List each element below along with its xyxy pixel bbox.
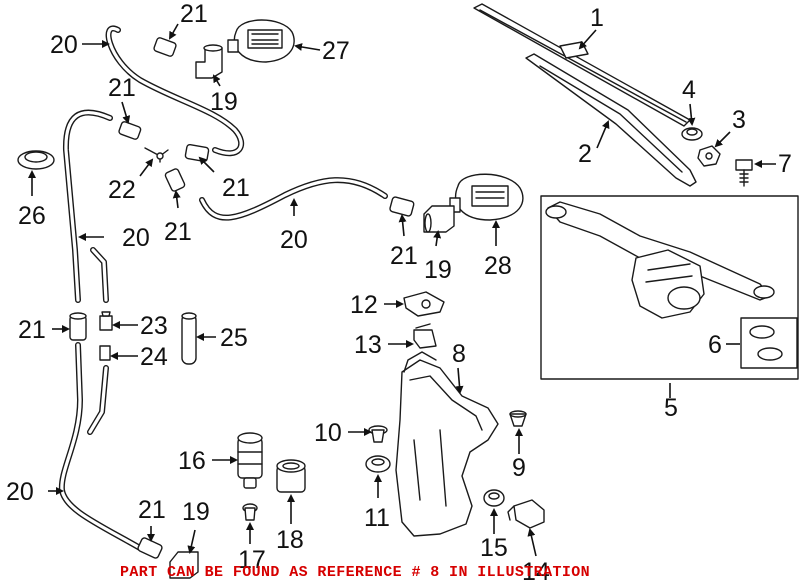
callout-21f: 21 (18, 316, 46, 344)
footer-note: PART CAN BE FOUND AS REFERENCE # 8 IN IL… (120, 564, 590, 581)
callout-21e: 21 (390, 242, 418, 270)
washer-hose-left-long (62, 109, 113, 303)
bolt-7 (735, 159, 753, 187)
callout-4: 4 (682, 76, 696, 104)
cap-4 (681, 127, 703, 141)
wiper-linkage-box-5 (540, 195, 799, 380)
callout-20b: 20 (122, 224, 150, 252)
callout-7: 7 (778, 150, 792, 178)
wiper-linkage-seals-box-6 (740, 317, 798, 369)
callout-20d: 20 (6, 478, 34, 506)
callout-11: 11 (364, 504, 390, 532)
callout-14: 14 (522, 558, 550, 583)
check-valve-23 (99, 311, 113, 331)
callout-5: 5 (664, 394, 678, 422)
callout-25: 25 (220, 324, 248, 352)
washer-hose-middle (199, 177, 388, 221)
callout-21g: 21 (138, 496, 166, 524)
washer-reservoir-8 (395, 351, 499, 537)
pump-grommet-17 (242, 503, 258, 521)
washer-nozzle-27 (227, 19, 295, 63)
callout-13: 13 (354, 331, 382, 359)
washer-nozzle-28 (449, 173, 524, 221)
washer-hose-upper (105, 25, 244, 157)
y-connector-22 (144, 147, 169, 163)
callout-6: 6 (708, 331, 722, 359)
callout-20a: 20 (50, 31, 78, 59)
callout-19b: 19 (424, 256, 452, 284)
connector-21-straight (69, 312, 87, 341)
callout-24: 24 (140, 343, 168, 371)
callout-16: 16 (178, 447, 206, 475)
valve-24 (99, 345, 111, 361)
washer-pump-16 (237, 432, 263, 489)
clip-13 (413, 323, 437, 349)
leader-lines (28, 23, 776, 557)
callout-19c: 19 (182, 498, 210, 526)
callout-3: 3 (732, 106, 746, 134)
level-sensor-14 (507, 499, 545, 529)
grommet-26 (17, 150, 55, 170)
wiper-blade-1 (473, 3, 691, 127)
nut-3 (697, 145, 721, 167)
connector-21-top (153, 37, 177, 57)
callout-21a: 21 (180, 0, 208, 28)
connector-21-right (389, 196, 415, 217)
clip-12 (403, 291, 445, 317)
callout-22: 22 (108, 176, 136, 204)
connector-21-mid (184, 143, 210, 163)
callout-15: 15 (480, 534, 508, 562)
callout-21b: 21 (108, 74, 136, 102)
callout-8: 8 (452, 340, 466, 368)
grommet-11 (365, 455, 391, 473)
connector-21-small (164, 168, 186, 192)
grommet-10 (368, 425, 388, 443)
grommet-15 (483, 489, 505, 507)
callout-2: 2 (578, 140, 592, 168)
callout-28: 28 (484, 252, 512, 280)
elbow-connector-19-mid (423, 205, 455, 233)
connector-21-bottom (137, 537, 163, 559)
callout-21c: 21 (222, 174, 250, 202)
callout-1: 1 (590, 4, 604, 32)
pump-seal-18 (276, 459, 306, 493)
callout-19a: 19 (210, 88, 238, 116)
callout-10: 10 (314, 419, 342, 447)
elbow-connector-19-top (195, 44, 223, 79)
connector-21-left (118, 121, 142, 140)
wiper-arm-2 (525, 53, 697, 187)
tube-25 (181, 312, 197, 365)
callout-18: 18 (276, 526, 304, 554)
washer-hose-lower (58, 342, 143, 551)
cap-9 (509, 410, 527, 427)
callout-17: 17 (238, 546, 266, 574)
wiper-linkage-assembly (545, 201, 775, 319)
callout-26: 26 (18, 202, 46, 230)
callout-9: 9 (512, 454, 526, 482)
callout-20c: 20 (280, 226, 308, 254)
callout-12: 12 (350, 291, 378, 319)
elbow-connector-19-bottom (169, 551, 199, 579)
callout-23: 23 (140, 312, 168, 340)
callout-21d: 21 (164, 218, 192, 246)
callout-27: 27 (322, 37, 350, 65)
